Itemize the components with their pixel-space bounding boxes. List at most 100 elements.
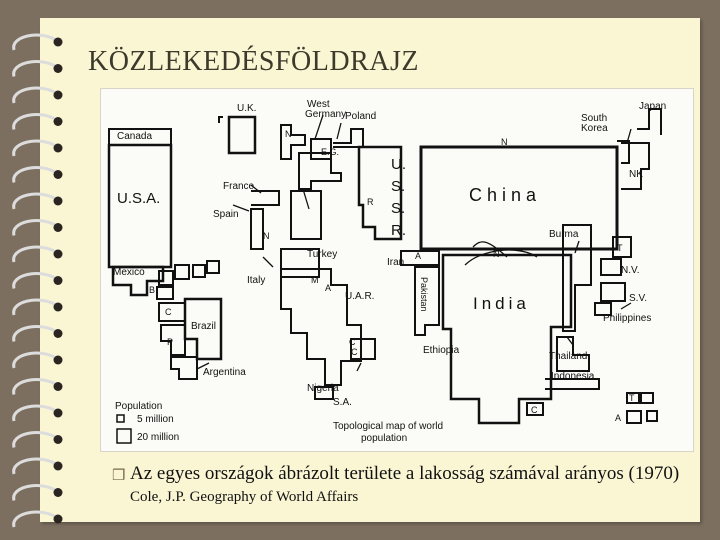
arrow-argentina: [196, 362, 210, 370]
arrow-india-china: [472, 241, 508, 258]
region-ussr: [357, 145, 403, 241]
region-ethiopia: [350, 338, 376, 360]
binding-hole: [53, 302, 63, 312]
binding-hole: [53, 408, 63, 418]
region-iran: [400, 250, 440, 266]
folded-page-bullet-icon: ❒: [112, 466, 126, 484]
binding-ring: [12, 192, 57, 210]
label-nigeria: Nigeria: [307, 383, 339, 394]
label-italy: Italy: [247, 275, 265, 286]
binding-hole: [53, 488, 63, 497]
label-west-germany-1: West: [307, 99, 330, 110]
marker-letter: A: [415, 251, 421, 261]
label-canada: Canada: [117, 131, 152, 142]
binding-ring: [12, 272, 57, 289]
region-nv: [600, 258, 622, 276]
marker-letter: T: [617, 243, 623, 253]
binding-hole: [53, 223, 63, 232]
binding-ring: [12, 351, 57, 369]
label-france: France: [223, 181, 255, 192]
binding-hole: [53, 170, 63, 179]
label-poland: Poland: [345, 111, 376, 122]
marker-letter: N: [263, 231, 270, 241]
label-philippines: Philippines: [603, 313, 651, 324]
label-china: China: [469, 185, 541, 205]
binding-hole: [53, 382, 63, 391]
label-south-korea-1: South: [581, 113, 607, 124]
region-australia: [626, 410, 642, 424]
arrow-philippines: [620, 302, 632, 310]
arrow-poland: [336, 122, 342, 140]
region-italy: [250, 208, 264, 250]
binding-ring: [12, 298, 57, 316]
arrow-korea: [626, 128, 632, 144]
region-peru: [160, 324, 186, 356]
label-indonesia: Indonesia: [551, 371, 595, 382]
binding-ring: [12, 378, 57, 395]
region-pacific-2: [640, 392, 654, 404]
region-india: [441, 253, 573, 425]
label-thailand: Thailand: [549, 351, 587, 362]
region-philippines: [594, 302, 612, 316]
label-turkey: Turkey: [307, 249, 337, 260]
legend-title: Population: [115, 401, 162, 412]
region-balkans: [290, 190, 322, 240]
region-central-3: [192, 264, 206, 278]
label-sv: S.V.: [629, 293, 647, 304]
binding-hole: [53, 276, 63, 285]
binding-ring: [12, 325, 57, 342]
binding-ring: [12, 404, 57, 422]
marker-letter: E.G.: [321, 147, 339, 157]
binding-ring: [12, 457, 57, 475]
label-ussr-r: R.: [391, 222, 406, 239]
region-germany-outline: [280, 124, 306, 160]
marker-letter: N: [501, 137, 508, 147]
region-sv: [600, 282, 626, 302]
caption-source: Cole, J.P. Geography of World Affairs: [130, 489, 359, 505]
label-ussr-s1: S.: [391, 178, 405, 195]
caption-main: Az egyes országok ábrázolt területe a la…: [130, 463, 680, 484]
region-indonesia: [545, 378, 600, 390]
spiral-binding: [12, 33, 63, 528]
map-title-line2: population: [361, 433, 407, 444]
legend-box-large: [116, 428, 132, 444]
region-central-4: [206, 260, 220, 274]
arrow-spain: [232, 204, 250, 212]
legend-large-label: 20 million: [137, 432, 179, 443]
arrow-west-germany: [314, 114, 324, 140]
label-argentina: Argentina: [203, 367, 246, 378]
region-ceylon: [526, 402, 544, 416]
population-cartogram: U.K. West Germany Poland Japan South Kor…: [100, 88, 694, 452]
region-china: [419, 145, 619, 251]
label-spain: Spain: [213, 209, 239, 220]
binding-ring: [12, 113, 57, 130]
slide-caption: Az egyes országok ábrázolt területe a la…: [130, 463, 690, 508]
label-ussr-s2: S.: [391, 200, 405, 217]
label-mexico: Mexico: [113, 267, 145, 278]
region-thailand: [556, 336, 590, 372]
region-africa: [280, 268, 362, 386]
cartogram-svg: U.K. West Germany Poland Japan South Kor…: [107, 99, 666, 444]
label-ethiopia: Ethiopia: [423, 345, 460, 356]
region-japan: [637, 108, 662, 135]
binding-ring: [12, 510, 57, 528]
region-sa: [314, 386, 334, 400]
arrow-italy: [262, 256, 274, 268]
label-west-germany-2: Germany: [305, 109, 346, 120]
marker-letter: C: [351, 347, 358, 357]
binding-hole: [53, 435, 63, 444]
arrow-burma: [574, 240, 580, 254]
legend-box-small: [116, 414, 125, 423]
binding-hole: [53, 90, 63, 100]
region-burma: [562, 224, 592, 332]
binding-hole: [53, 249, 63, 259]
label-south-korea-2: Korea: [581, 123, 608, 134]
map-title-line1: Topological map of world: [333, 421, 443, 432]
region-central-1: [158, 270, 174, 286]
marker-letter: P: [167, 337, 173, 347]
binding-hole: [53, 64, 63, 73]
marker-letter: R: [367, 197, 374, 207]
marker-letter: A: [615, 413, 621, 423]
binding-ring: [12, 86, 57, 104]
binding-ring: [12, 484, 57, 501]
